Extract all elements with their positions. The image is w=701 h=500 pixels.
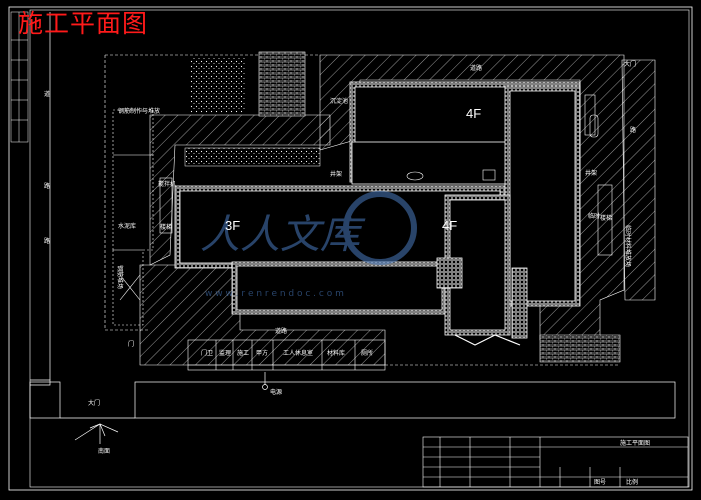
left-sheds <box>112 109 154 326</box>
label-wash-pond: 沉淀池 <box>330 97 348 105</box>
label-left-road-2: 路 <box>44 182 50 190</box>
label-gate-small: 门 <box>128 340 134 348</box>
title-block-project: 施工平面图 <box>620 439 650 447</box>
facility-rest-room: 工人休息室 <box>283 349 313 357</box>
label-road-top: 道路 <box>470 64 482 72</box>
site-boundary <box>104 54 620 366</box>
building-east-wing <box>436 85 581 346</box>
watermark-url: w w w . r e n r e n d o c . c o m <box>205 289 344 299</box>
title-block <box>422 436 689 488</box>
north-arrow <box>74 423 119 444</box>
label-steel-storage: 钢筋堆场 <box>116 265 124 289</box>
title-block-cell-b: 比例 <box>626 478 638 486</box>
facility-supervisor: 监理 <box>219 349 231 357</box>
facility-row <box>187 339 386 371</box>
label-right-road: 路 <box>630 126 636 134</box>
label-road-bottom: 道路 <box>275 327 287 335</box>
label-right-well: 井架 <box>585 169 597 177</box>
label-center-well: 井架 <box>330 170 342 178</box>
facility-warehouse: 材料库 <box>327 349 345 357</box>
brick-stack <box>258 51 306 117</box>
label-mixer: 搅拌机 <box>158 180 176 188</box>
floor-label-west: 3F <box>225 218 240 233</box>
label-scaffold-yard: 钢筋制作与堆放 <box>118 107 160 115</box>
inner-frame <box>29 9 690 488</box>
label-right-side-1: 临时材料堆放场 <box>624 225 632 267</box>
label-right-mid: 楼梯 <box>600 214 612 222</box>
title-block-cell-a: 图号 <box>594 479 606 486</box>
watermark-text: 人人文库 <box>200 212 366 258</box>
stair-details <box>159 94 613 256</box>
facility-owner: 甲方 <box>256 349 268 357</box>
facility-construction: 施工 <box>237 349 249 357</box>
label-right-top-gate: 大门 <box>624 60 636 68</box>
label-left-road-3: 路 <box>44 237 50 245</box>
label-power: 电源 <box>270 388 282 396</box>
label-right-side-2: 临时 <box>588 212 600 220</box>
label-main-gate: 大门 <box>88 399 100 407</box>
drawing-title: 施工平面图 <box>18 9 149 38</box>
material-strip <box>184 147 321 167</box>
floor-label-north: 4F <box>466 106 481 121</box>
label-left-road-1: 道 <box>44 90 50 98</box>
facility-gate: 门卫 <box>201 349 213 357</box>
drawing-frame <box>8 6 693 491</box>
label-north: 南面 <box>98 447 110 455</box>
floor-label-east: 4F <box>442 218 457 233</box>
facility-toilet: 厕所 <box>361 349 373 357</box>
revision-strip <box>10 11 29 143</box>
watermark: 人人文库 w w w . r e n r e n d o c . c o m <box>200 191 417 299</box>
roads <box>29 12 676 419</box>
sand-pile <box>190 58 245 113</box>
label-stair-left: 楼梯 <box>160 223 172 231</box>
label-cement-shed: 水泥库 <box>118 222 136 230</box>
